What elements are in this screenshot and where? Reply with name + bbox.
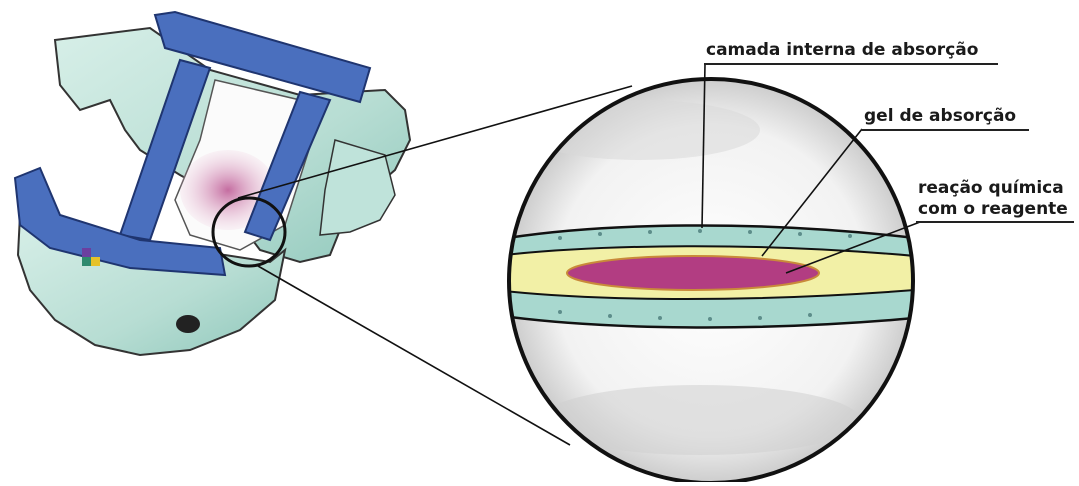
label-absorption-gel-text: gel de absorção (864, 106, 1016, 127)
leg-hole (176, 315, 200, 333)
underline-inner-layer (704, 63, 998, 65)
label-inner-absorption-layer: camada interna de absorção (706, 40, 978, 61)
label-reaction-line2: com o reagente (918, 199, 1068, 220)
chemical-reaction (567, 256, 819, 290)
label-absorption-gel: gel de absorção (864, 106, 1016, 127)
diaper-illustration (15, 12, 410, 355)
label-inner-absorption-layer-text: camada interna de absorção (706, 40, 978, 61)
magnifier-circle (495, 79, 915, 482)
label-reaction-line1: reação química (918, 178, 1068, 199)
label-chemical-reaction: reação química com o reagente (918, 178, 1068, 220)
underline-reaction (916, 221, 1074, 223)
underline-gel (861, 129, 1029, 131)
